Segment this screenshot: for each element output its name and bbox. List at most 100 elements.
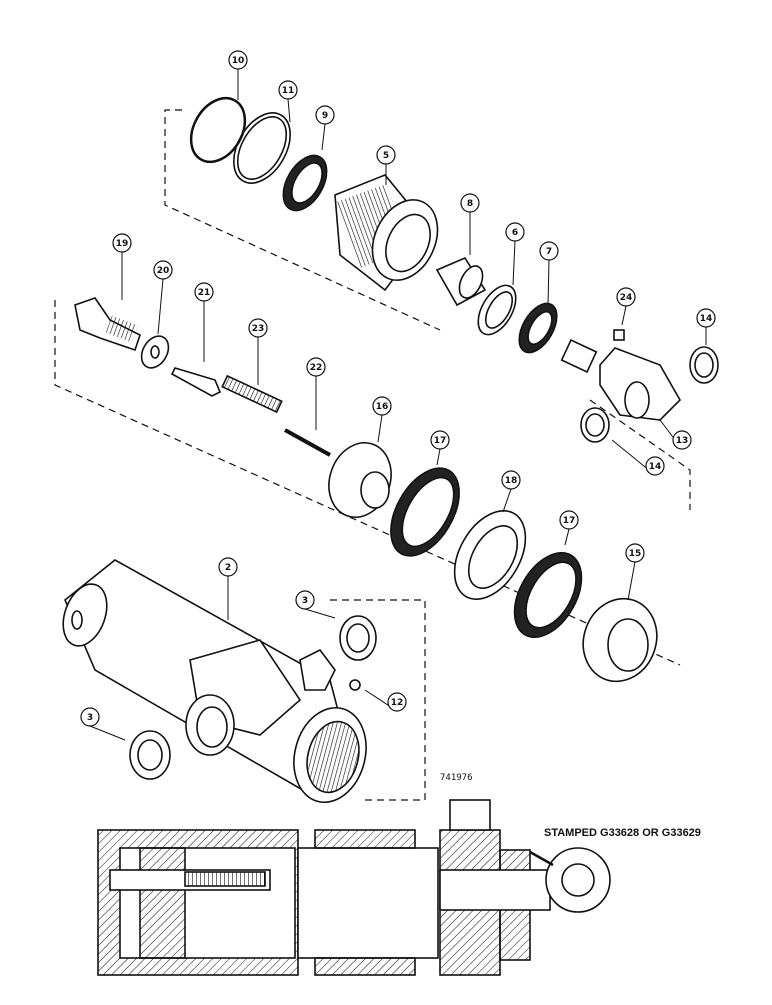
callout-leader <box>436 448 441 466</box>
callout-circle <box>501 470 521 490</box>
gland-group <box>189 96 558 354</box>
callout-leader <box>621 305 627 326</box>
callout-label: 21 <box>198 288 211 298</box>
callout-circle <box>194 282 214 302</box>
part-16-piston <box>328 442 392 518</box>
callout-circle <box>559 510 579 530</box>
callout-leader <box>304 608 336 619</box>
callout-circle <box>460 193 480 213</box>
stamp-arrow <box>529 850 554 867</box>
callout-leaders <box>89 69 707 741</box>
rod-end-stub <box>560 339 598 373</box>
part-8-bushing-end <box>458 265 484 299</box>
callout-label: 14 <box>649 462 662 472</box>
callout-circle <box>248 318 268 338</box>
callout-label: 17 <box>563 516 576 526</box>
callout-label: 23 <box>252 324 265 334</box>
callout-circle <box>430 430 450 450</box>
callout-leader <box>321 123 326 151</box>
callout-label: 10 <box>232 56 245 66</box>
callout-leader <box>547 259 550 306</box>
callout-circle <box>672 430 692 450</box>
part-20-washer-hole <box>150 345 160 359</box>
callout-label: 22 <box>310 363 323 373</box>
barrel-group <box>62 559 377 804</box>
callout-leader <box>502 488 512 513</box>
part-18-wear-ring-bore <box>467 525 519 589</box>
callout-label: 20 <box>157 266 170 276</box>
stamp-note: STAMPED G33628 OR G33629 <box>544 827 701 839</box>
part-5-gland-bore <box>385 213 431 273</box>
part-23-spring <box>221 374 283 414</box>
part-14-bushing-right-bore <box>694 352 714 378</box>
callout-circle <box>616 287 636 307</box>
part-22-rod <box>284 428 331 457</box>
callout-label: 17 <box>434 436 447 446</box>
part-13-eye-bore <box>624 381 650 419</box>
rod-eye-group <box>560 329 719 443</box>
part-6-ring-bore <box>484 291 514 329</box>
part-3-bushing-upper-bore <box>346 623 370 653</box>
callout-leader <box>89 725 126 741</box>
part-12-screw <box>349 679 361 691</box>
callout-leader <box>564 528 570 546</box>
callout-label: 13 <box>676 436 689 446</box>
part-7-seal-bore <box>527 310 553 346</box>
cross-section-view <box>97 799 611 976</box>
part-9-wiper-seal-bore <box>291 162 323 204</box>
part-17-seal-upper-bore <box>401 476 455 548</box>
part-11-backup-ring-inner <box>236 116 288 180</box>
callout-circle <box>228 50 248 70</box>
callout-leader <box>627 561 636 601</box>
section-spring <box>184 871 266 887</box>
callout-label: 6 <box>512 228 518 238</box>
part-2-barrel-port <box>71 610 83 630</box>
section-tube-middle <box>297 847 439 959</box>
callout-leader <box>512 240 516 286</box>
callout-circle <box>505 222 525 242</box>
part-15-piston-head-bore <box>607 618 649 672</box>
part-17-seal-lower-bore <box>525 561 577 629</box>
callout-circle <box>696 308 716 328</box>
callout-label: 3 <box>87 713 93 723</box>
part-24-grease-fitting <box>613 329 625 341</box>
part-21-pin <box>170 367 222 397</box>
drawing-number: 741976 <box>440 773 473 783</box>
callout-circle <box>153 260 173 280</box>
section-tube-wall-top <box>314 829 416 849</box>
part-2-barrel-end <box>62 583 108 647</box>
callout-label: 15 <box>629 549 642 559</box>
section-port-boss <box>449 799 491 831</box>
part-2-side-port-bore <box>196 706 228 748</box>
section-piston <box>139 847 186 959</box>
callout-circle <box>315 105 335 125</box>
callout-circle <box>112 233 132 253</box>
callout-leader <box>377 414 383 443</box>
part-2-barrel-threads <box>306 720 360 794</box>
callout-leader <box>287 98 291 123</box>
callout-label: 11 <box>282 86 295 96</box>
callout-circle <box>306 357 326 377</box>
part-16-piston-bore <box>360 471 390 509</box>
section-rod-eye-bore <box>561 863 595 897</box>
callout-circle <box>387 692 407 712</box>
part-3-bushing-lower-bore <box>137 739 163 771</box>
callouts: 1011958672414131419202123221617181715231… <box>80 50 716 727</box>
callout-leader <box>157 278 164 335</box>
callout-circle <box>376 145 396 165</box>
callout-circle <box>372 396 392 416</box>
callout-circle <box>278 80 298 100</box>
callout-label: 18 <box>505 476 518 486</box>
callout-circle <box>645 456 665 476</box>
callout-label: 7 <box>546 247 552 257</box>
part-19-bolt-threads <box>105 315 139 343</box>
callout-label: 14 <box>700 314 713 324</box>
part-11-backup-ring <box>233 112 291 184</box>
callout-label: 16 <box>376 402 389 412</box>
part-2-boss <box>299 648 336 691</box>
callout-circle <box>80 707 100 727</box>
callout-label: 12 <box>391 698 404 708</box>
callout-circle <box>295 590 315 610</box>
